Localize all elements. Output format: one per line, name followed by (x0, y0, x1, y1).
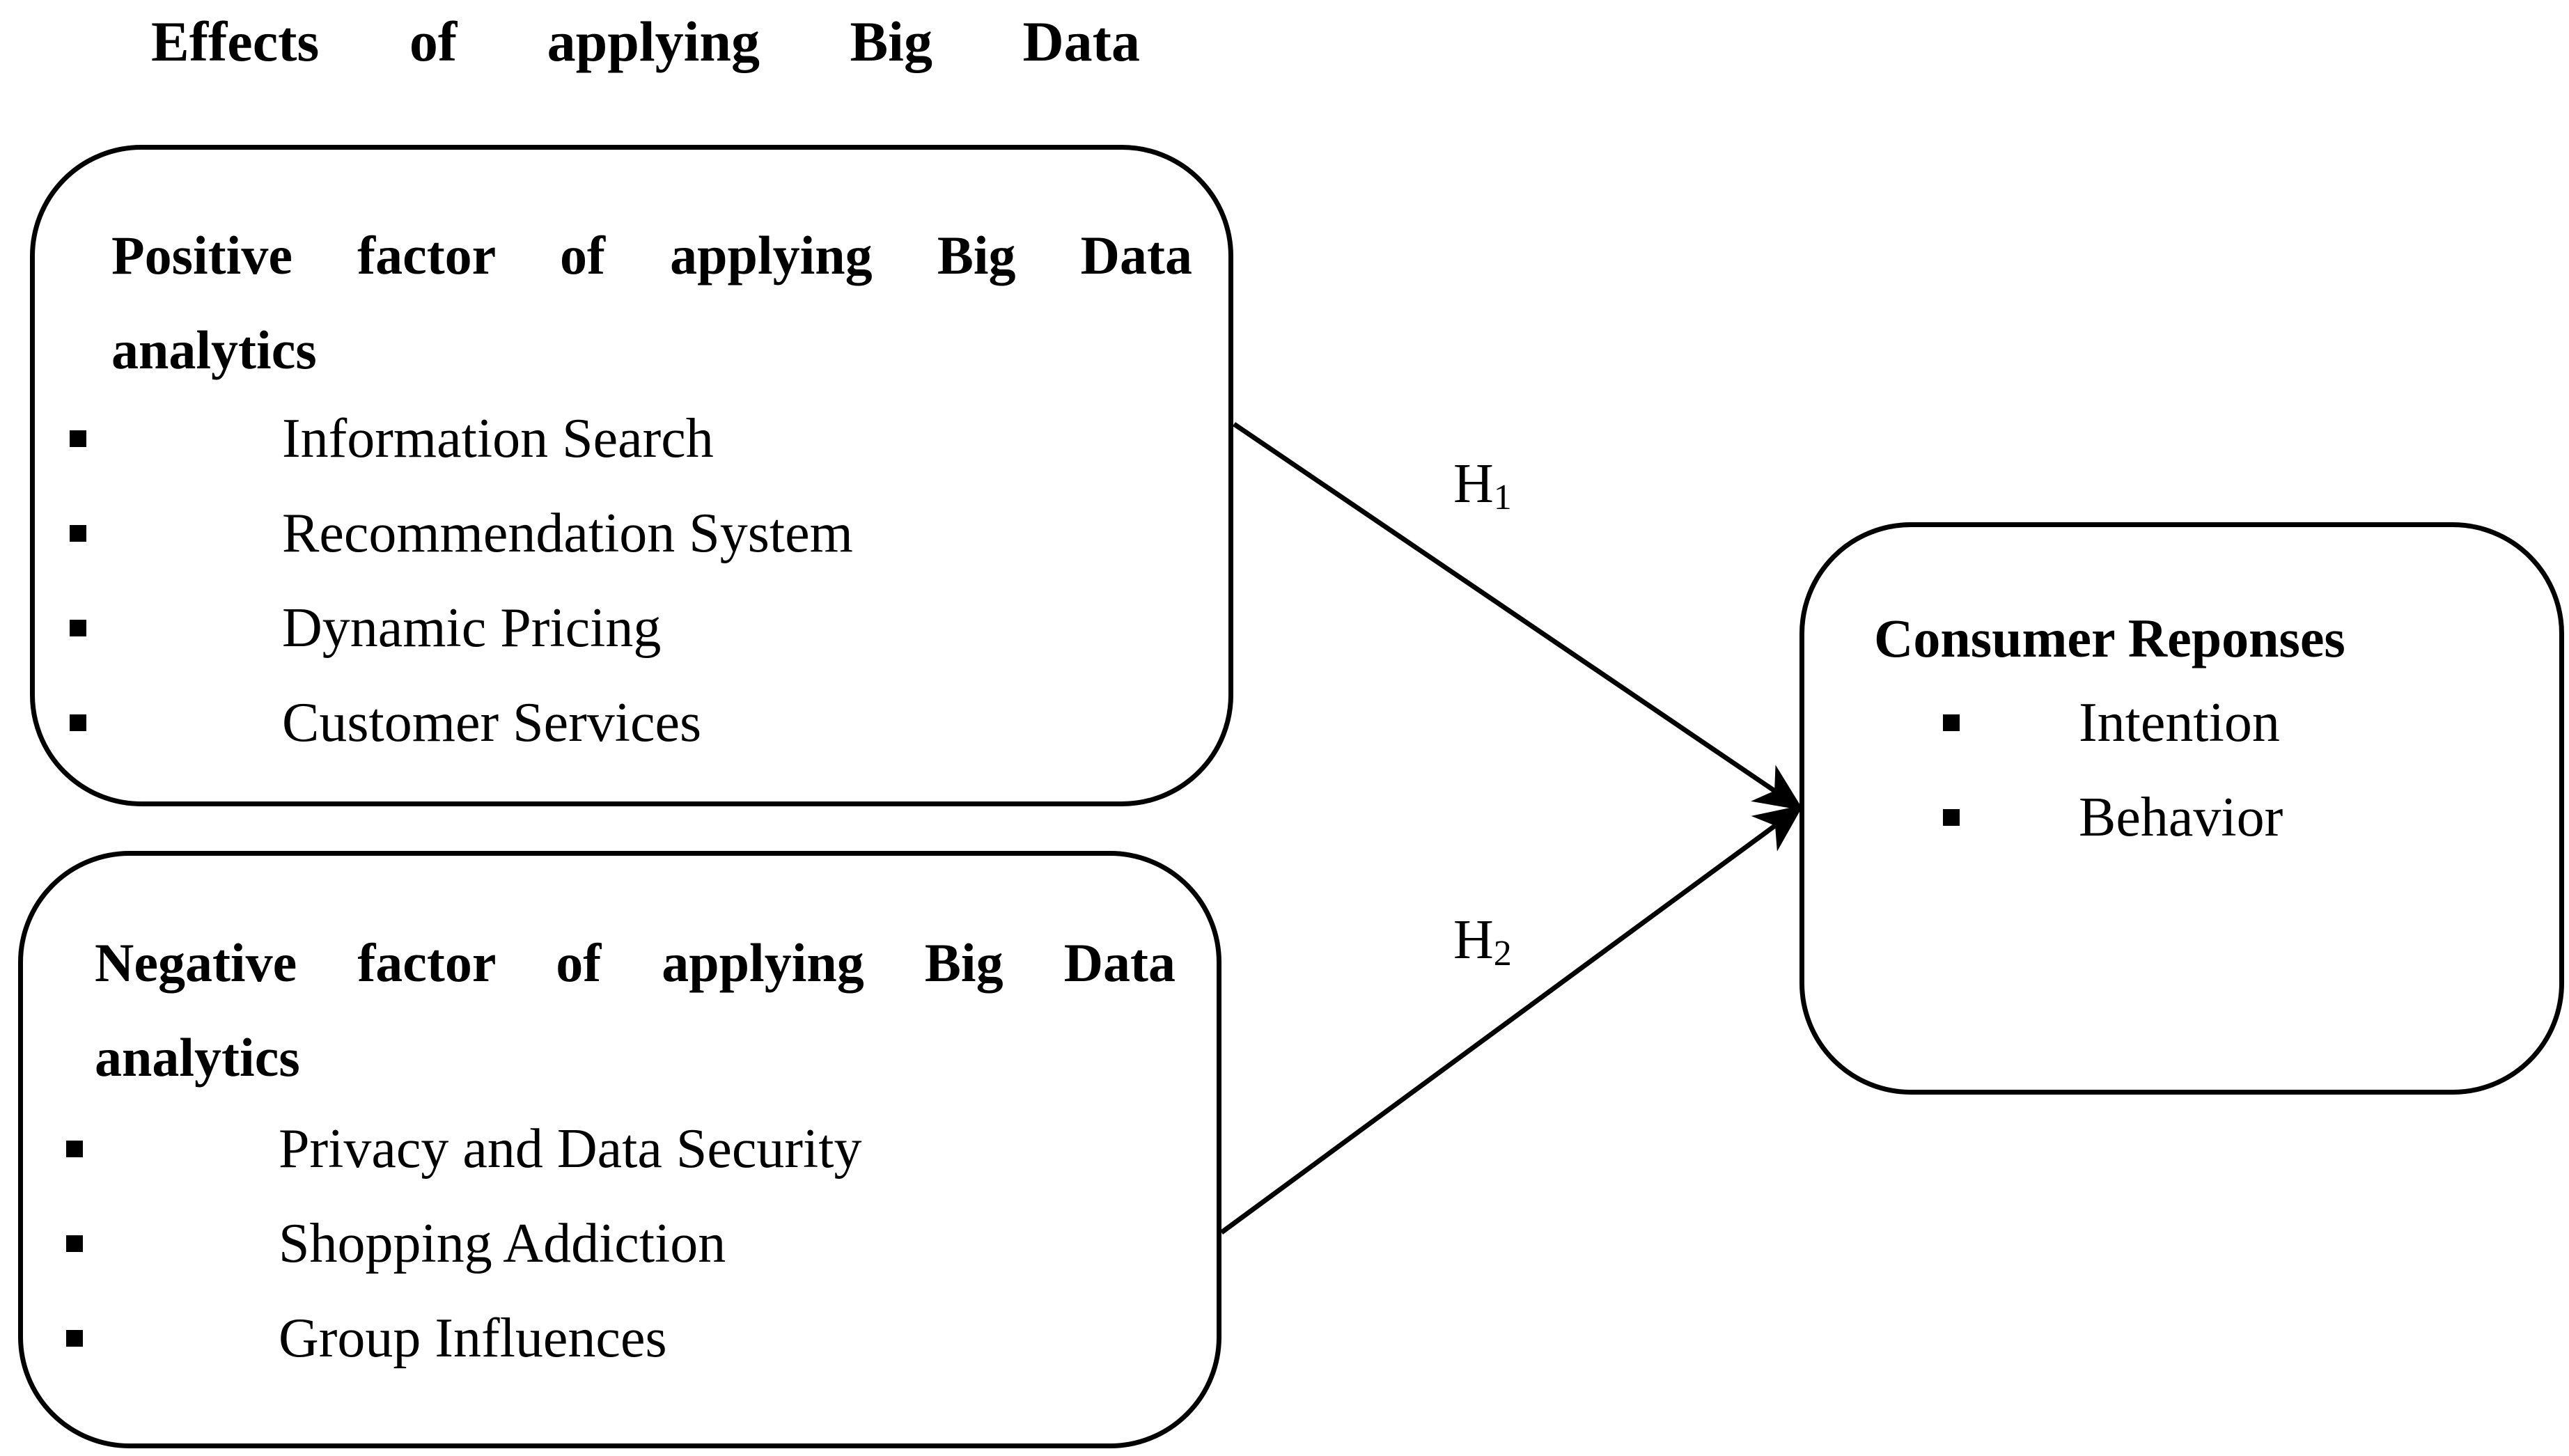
list-item-label: Information Search (282, 408, 714, 469)
square-bullet-icon (66, 1330, 83, 1347)
square-bullet-icon (70, 430, 86, 447)
square-bullet-icon (1943, 714, 1960, 731)
list-item: Information Search (70, 391, 853, 486)
title-word: Big (850, 10, 932, 73)
negative-factor-heading: Negative factor of applying Big Data ana… (95, 916, 1176, 1105)
list-item: Intention (1943, 675, 2283, 770)
positive-factor-heading: Positive factor of applying Big Data ana… (111, 208, 1192, 398)
positive-heading-line-1: Positive factor of applying Big Data (111, 225, 1192, 285)
h2-arrow (1219, 804, 1804, 1235)
list-item-label: Group Influences (279, 1308, 667, 1369)
positive-factor-list: Information Search Recommendation System… (70, 391, 853, 770)
consumer-responses-heading: Consumer Reponses (1874, 608, 2345, 668)
negative-factor-list: Privacy and Data Security Shopping Addic… (66, 1102, 862, 1386)
list-item-label: Privacy and Data Security (279, 1118, 862, 1180)
square-bullet-icon (66, 1235, 83, 1252)
square-bullet-icon (1943, 809, 1960, 826)
title-word: Effects (151, 10, 320, 73)
list-item: Behavior (1943, 770, 2283, 865)
list-item: Customer Services (70, 675, 853, 770)
list-item: Recommendation System (70, 486, 853, 581)
list-item-label: Recommendation System (282, 503, 853, 564)
list-item-label: Intention (2079, 692, 2280, 753)
title-word: Data (1022, 10, 1140, 73)
negative-heading-line-1: Negative factor of applying Big Data (95, 932, 1176, 993)
h1-index: 1 (1493, 478, 1512, 517)
diagram-title: Effects of applying Big Data (151, 7, 1140, 77)
negative-heading-line-2: analytics (95, 1027, 300, 1088)
list-item: Group Influences (66, 1291, 862, 1386)
h1-arrow (1233, 422, 1804, 811)
list-item: Privacy and Data Security (66, 1102, 862, 1196)
h2-index: 2 (1493, 934, 1512, 973)
consumer-responses-list: Intention Behavior (1943, 675, 2283, 865)
square-bullet-icon (70, 620, 86, 636)
list-item-label: Behavior (2079, 787, 2283, 848)
square-bullet-icon (66, 1141, 83, 1157)
title-word: applying (547, 10, 760, 73)
hypothesis-h2-label: H2 (1453, 905, 1512, 989)
square-bullet-icon (70, 525, 86, 542)
list-item: Shopping Addiction (66, 1196, 862, 1291)
square-bullet-icon (70, 714, 86, 731)
h1-letter: H (1453, 453, 1494, 515)
negative-factor-box: Negative factor of applying Big Data ana… (18, 851, 1221, 1448)
list-item-label: Dynamic Pricing (282, 597, 662, 659)
consumer-responses-box: Consumer Reponses (1799, 522, 2564, 1095)
list-item: Dynamic Pricing (70, 581, 853, 675)
h2-letter: H (1453, 909, 1494, 971)
list-item-label: Customer Services (282, 692, 702, 753)
positive-heading-line-2: analytics (111, 320, 317, 380)
hypothesis-h1-label: H1 (1453, 449, 1512, 533)
list-item-label: Shopping Addiction (279, 1213, 726, 1274)
title-word: of (409, 10, 458, 73)
positive-factor-box: Positive factor of applying Big Data ana… (30, 145, 1233, 806)
